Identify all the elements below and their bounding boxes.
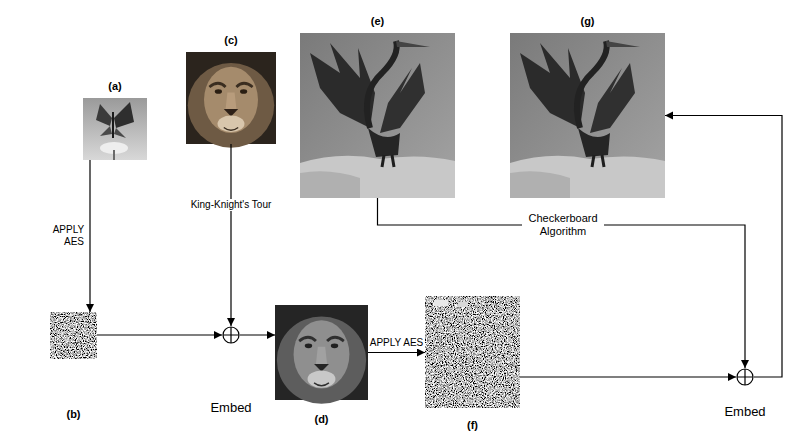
flow-arrow: [97, 334, 222, 335]
panel-label: (e): [371, 15, 384, 28]
embed-operator: Embed: [222, 326, 240, 344]
image-panel: (g): [510, 33, 665, 198]
bird-image: [300, 33, 455, 198]
edge-label: King-Knight's Tour: [189, 199, 274, 211]
flow-arrow: [368, 352, 425, 353]
image-panel: (d): [275, 305, 368, 400]
edge-label: APPLY AES: [368, 337, 426, 349]
lion-image: [186, 52, 276, 148]
noise-image: [425, 296, 520, 408]
image-panel: (e): [300, 33, 455, 198]
image-panel: (b): [50, 312, 97, 359]
operation-label: Embed: [724, 404, 765, 419]
flow-arrow: [89, 160, 90, 312]
noise-patch: [434, 300, 448, 306]
image-panel: (a): [83, 98, 147, 160]
noise-image: [50, 312, 97, 359]
panel-label: (b): [66, 408, 80, 421]
step-label: Checkerboard Algorithm: [522, 211, 604, 239]
xor-symbol: [736, 368, 754, 386]
operation-label: Embed: [210, 400, 251, 415]
xor-symbol: [222, 326, 240, 344]
image-panel: (c): [186, 52, 276, 144]
flow-arrow: [230, 144, 231, 326]
lion-image: [275, 305, 368, 404]
panel-label: (d): [314, 413, 328, 426]
panel-label: (f): [467, 419, 478, 432]
edge-label: APPLY AES: [51, 224, 86, 248]
process-label: Checkerboard Algorithm: [522, 211, 604, 239]
flow-arrow: [520, 376, 736, 377]
bird-image: [510, 33, 665, 198]
image-panel: (f): [425, 296, 520, 408]
embed-operator: Embed: [736, 368, 754, 386]
flow-arrow: [665, 116, 782, 378]
butterfly-image: [83, 98, 147, 160]
panel-label: (c): [224, 34, 237, 47]
flow-arrow: [378, 198, 523, 225]
flow-arrow: [240, 334, 275, 335]
panel-label: (a): [108, 80, 121, 93]
flow-arrow: [604, 225, 745, 368]
panel-label: (g): [580, 15, 594, 28]
noise-patch: [458, 302, 468, 307]
